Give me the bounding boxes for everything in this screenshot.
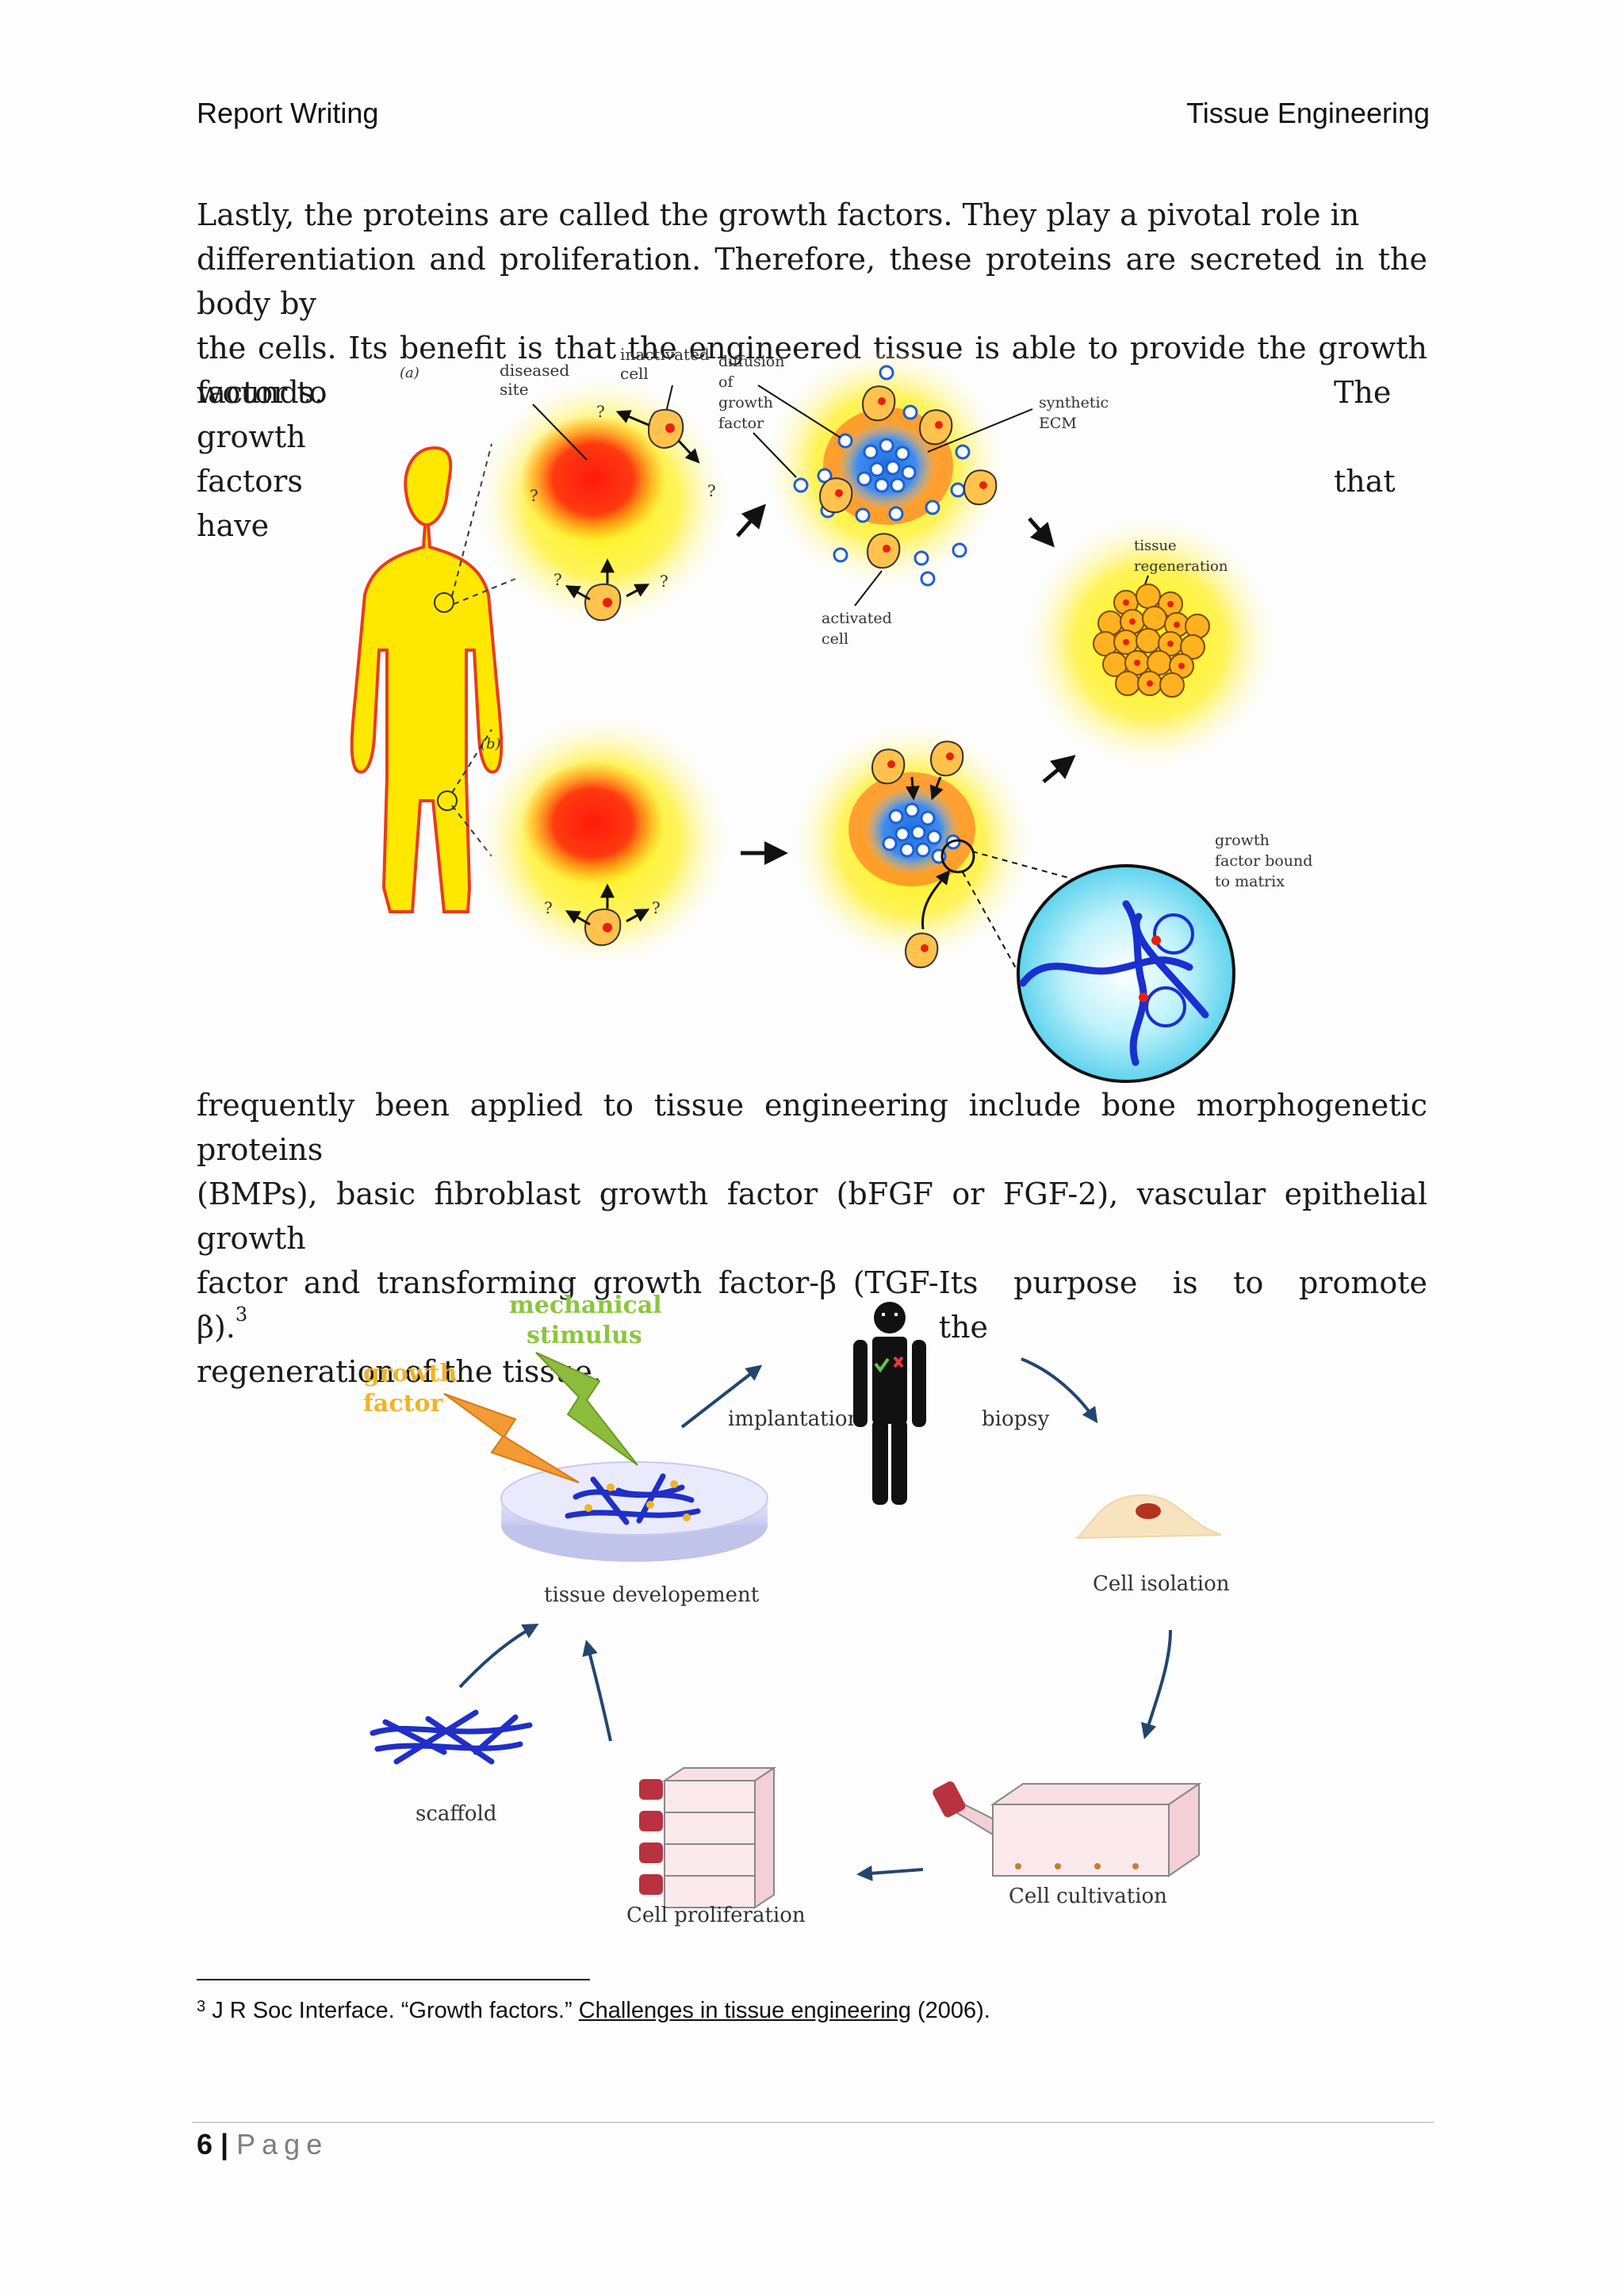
para2-line-1: frequently been applied to tissue engine… (197, 1088, 1427, 1167)
footnote: 3 J R Soc Interface. “Growth factors.” C… (197, 1998, 990, 2024)
para1-line-1: Lastly, the proteins are called the grow… (197, 197, 1360, 232)
wrap-word-have: have (197, 508, 270, 543)
label-cell-isolation: Cell isolation (1093, 1572, 1230, 1596)
svg-text:factor: factor (718, 415, 764, 432)
wrap-word-wounds: wounds. (197, 375, 324, 410)
svg-text:ECM: ECM (1039, 415, 1077, 432)
para1-line-2: differentiation and proliferation. There… (197, 242, 1427, 321)
label-factor: factor (363, 1390, 443, 1418)
page-footer: 6 | Page (197, 2128, 328, 2161)
svg-text:to matrix: to matrix (1215, 873, 1285, 890)
page-label: Page (236, 2128, 329, 2160)
label-site: site (500, 380, 529, 399)
label-implantation: implantation (728, 1407, 861, 1431)
footnote-year: (2006). (917, 1998, 990, 2023)
figure1-label-a: (a) (400, 365, 419, 381)
para2-line-3-head: factor and transforming growth factor-β … (197, 1265, 939, 1345)
svg-text:factor bound: factor bound (1215, 852, 1312, 870)
footer-rule (192, 2122, 1434, 2123)
label-inactivated-cell: cell (620, 364, 649, 383)
svg-text:?: ? (652, 898, 661, 917)
para1-line-3: the cells. Its benefit is that the engin… (197, 331, 1427, 410)
footnote-rule (197, 1979, 590, 1980)
petri-dish (500, 1461, 768, 1562)
para2-line-4: regeneration of the tissue. (197, 1354, 602, 1389)
svg-text:of: of (718, 373, 734, 391)
scaffold-mesh (370, 1709, 533, 1765)
svg-text:activated: activated (822, 610, 892, 627)
label-inactivated: inactivated (620, 345, 710, 364)
svg-text:?: ? (707, 481, 716, 500)
paragraph-1: Lastly, the proteins are called the grow… (197, 193, 1427, 415)
growth-factor-bolt (443, 1393, 580, 1483)
proliferation-flasks (639, 1766, 777, 1909)
svg-text:synthetic: synthetic (1039, 394, 1109, 411)
para2-line-3-tail: Its purpose is to promote the (938, 1265, 1427, 1345)
label-cell-proliferation: Cell proliferation (626, 1904, 806, 1927)
label-growth: growth (363, 1360, 457, 1387)
label-stimulus: stimulus (527, 1322, 642, 1349)
svg-text:?: ? (660, 572, 668, 591)
svg-text:?: ? (544, 898, 553, 917)
para2-line-2: (BMPs), basic fibroblast growth factor (… (197, 1177, 1427, 1256)
svg-text:diffusion: diffusion (718, 353, 784, 370)
person-icon (853, 1302, 926, 1505)
label-mechanical: mechanical (509, 1292, 662, 1319)
svg-text:?: ? (530, 486, 538, 505)
label-biopsy: biopsy (982, 1407, 1050, 1431)
growth-factor-figure: (a) diseased site inactivated cell ? ? ?… (350, 345, 1312, 1083)
footnote-text: J R Soc Interface. “Growth factors.” (212, 1998, 573, 2023)
svg-text:?: ? (553, 570, 562, 589)
footnote-link[interactable]: Challenges in tissue engineering (578, 1998, 911, 2023)
footnote-ref: 3 (235, 1303, 248, 1326)
svg-text:cell: cell (822, 630, 848, 648)
svg-text:tissue: tissue (1134, 538, 1177, 554)
page-separator: | (220, 2128, 229, 2160)
wrap-word-growth: growth (197, 419, 306, 454)
wrap-word-factors: factors (197, 464, 303, 499)
label-tissue-development: tissue developement (544, 1583, 760, 1607)
wrap-word-the: the (197, 331, 247, 365)
wrap-word-that: that (1334, 464, 1396, 499)
label-cell-cultivation: Cell cultivation (1009, 1885, 1167, 1908)
header-left: Report Writing (197, 97, 379, 129)
svg-text:site: site (500, 380, 529, 399)
header-right: Tissue Engineering (1186, 97, 1430, 129)
human-figure (350, 443, 516, 913)
tissue-engineering-cycle-figure: mechanical stimulus growth factor tissue… (363, 1292, 1230, 1927)
svg-text:regeneration: regeneration (1134, 558, 1228, 575)
label-diseased: diseased (500, 361, 569, 380)
paragraph-2: frequently been applied to tissue engine… (197, 1083, 1427, 1394)
svg-text:growth: growth (718, 394, 773, 411)
mechanical-stimulus-bolt (535, 1352, 638, 1466)
culture-flask (933, 1781, 1202, 1877)
svg-text:growth: growth (1215, 832, 1270, 849)
matrix-zoom-circle (1017, 864, 1235, 1083)
svg-text:?: ? (596, 402, 605, 421)
footnote-number: 3 (197, 1998, 206, 2015)
label-scaffold: scaffold (416, 1802, 497, 1826)
svg-text:diseased: diseased (500, 361, 569, 380)
figure1-label-b: (b) (481, 736, 501, 752)
para2-line-3: factor and transforming growth factor-β … (197, 1261, 1427, 1349)
wrap-word-the-right: The (1334, 375, 1392, 410)
page-number: 6 (197, 2128, 213, 2160)
